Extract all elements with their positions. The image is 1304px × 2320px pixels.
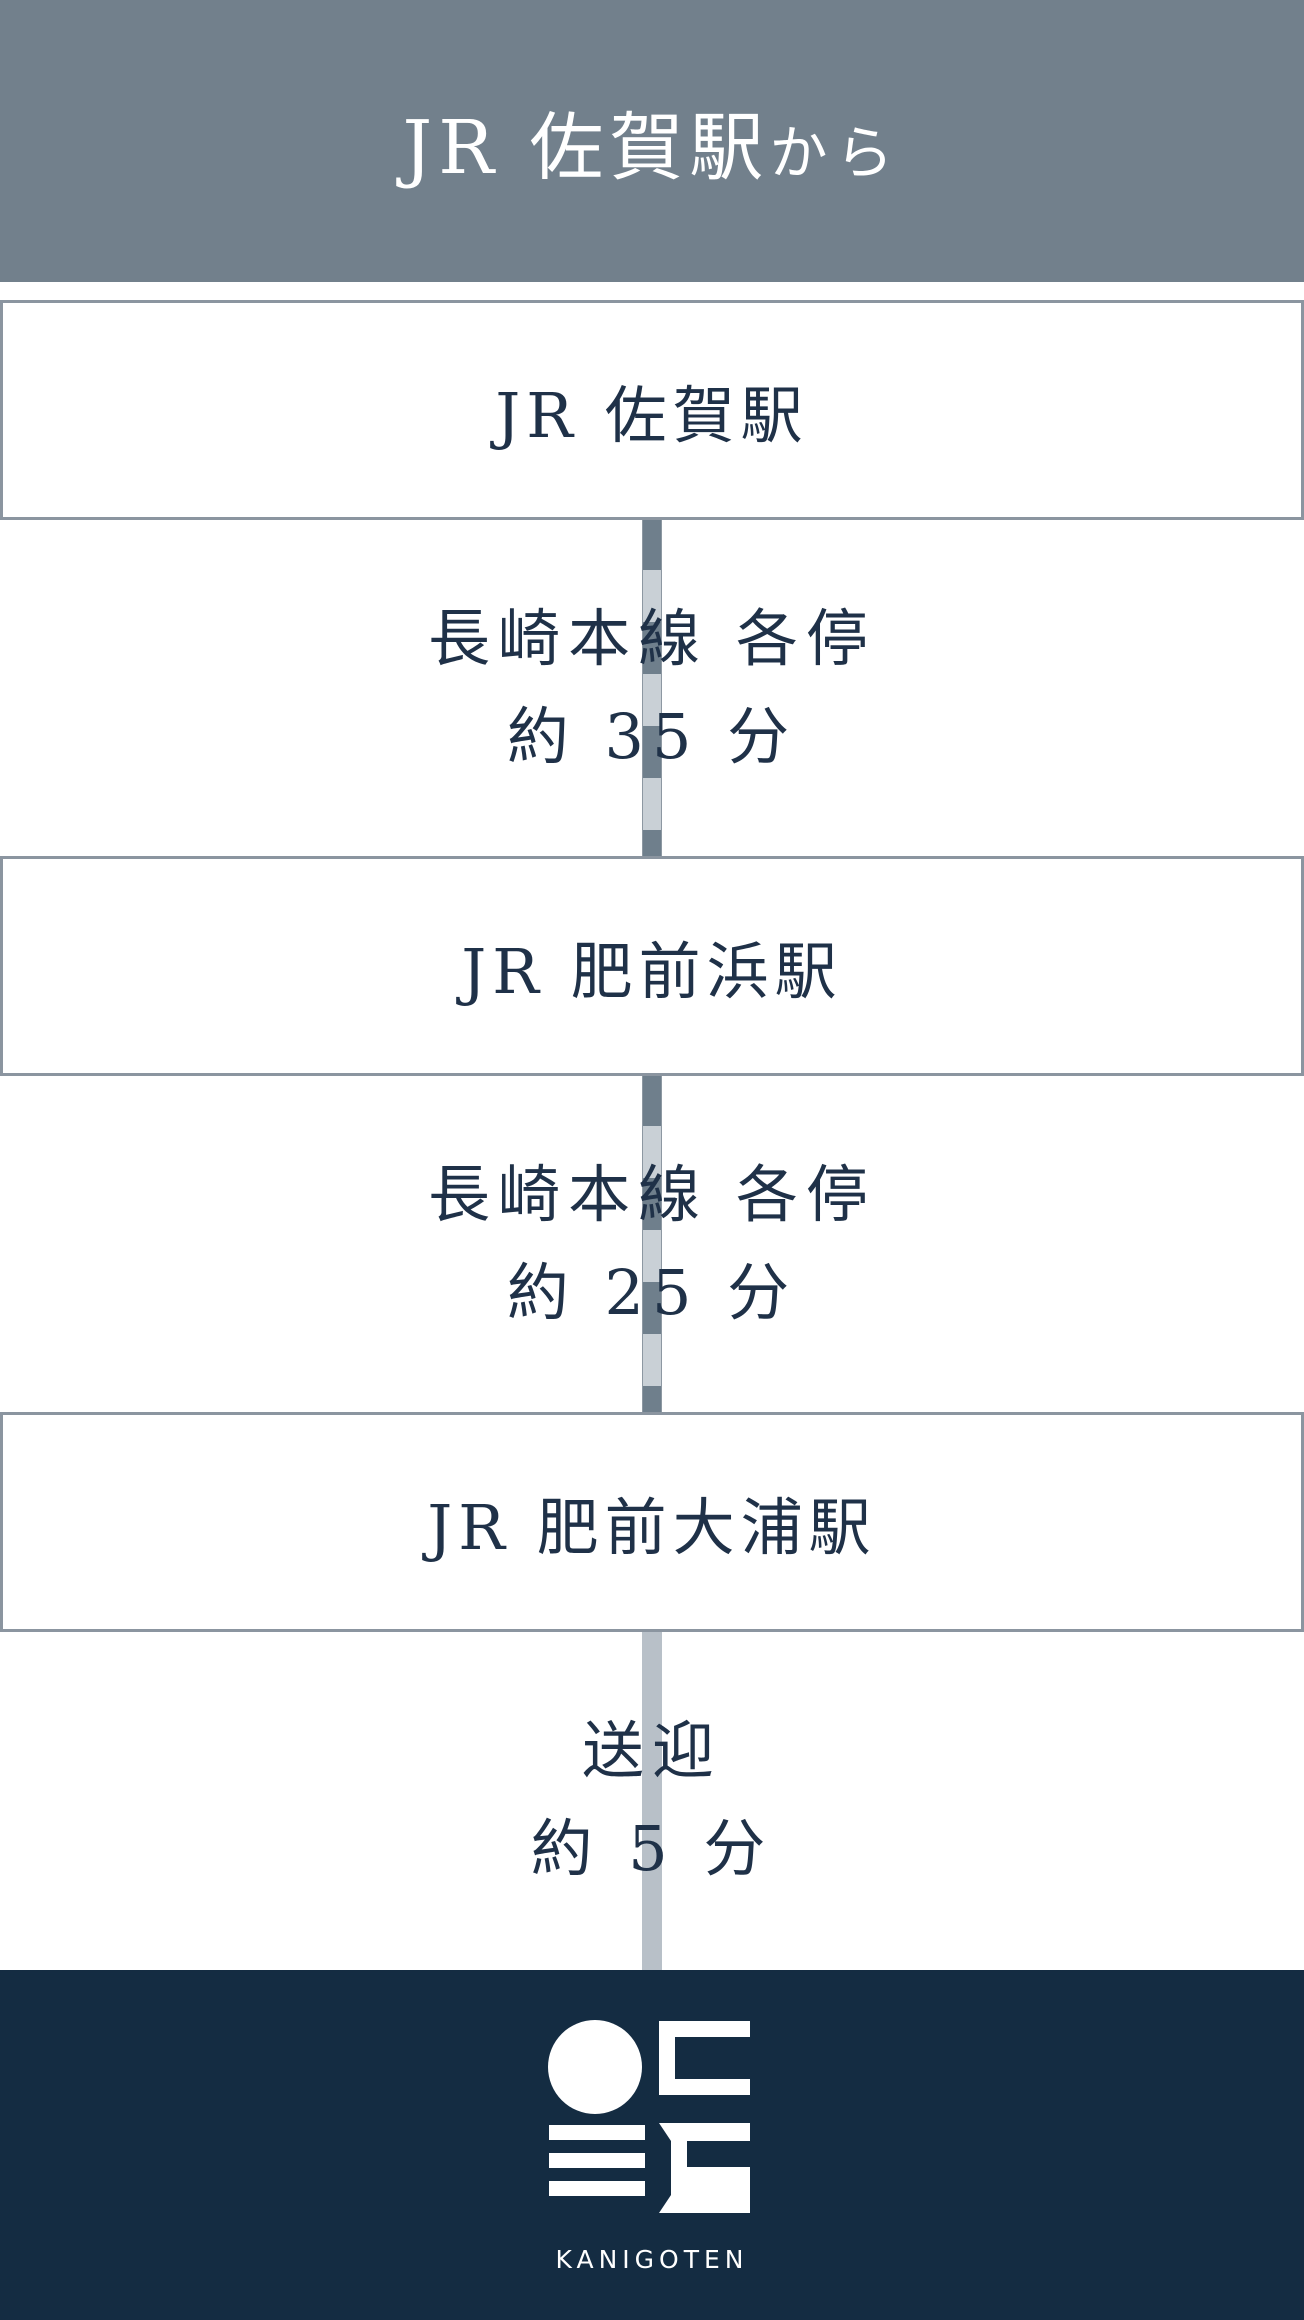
segment-line: 送迎: [581, 1714, 722, 1787]
station-box-saga: JR 佐賀駅: [0, 300, 1304, 520]
route-segment-1: 長崎本線 各停 約 35 分: [0, 520, 1304, 856]
brand-name: KANIGOTEN: [555, 2244, 749, 2274]
header-title-main: JR 佐賀駅: [402, 104, 770, 191]
station-name: JR 肥前浜駅: [461, 935, 843, 1008]
kanigoten-logo-icon: [548, 2019, 750, 2213]
segment-duration: 約 25 分: [506, 1256, 798, 1329]
segment-line: 長崎本線 各停: [428, 1158, 876, 1231]
segment-line: 長崎本線 各停: [428, 602, 876, 675]
route-track-2: [642, 1074, 662, 1414]
station-box-hizenhama: JR 肥前浜駅: [0, 856, 1304, 1076]
segment-duration: 約 5 分: [530, 1812, 774, 1885]
station-name: JR 佐賀駅: [495, 379, 809, 452]
station-name: JR 肥前大浦駅: [427, 1491, 877, 1564]
route-segment-3: 送迎 約 5 分: [0, 1632, 1304, 1968]
segment-duration: 約 35 分: [506, 700, 798, 773]
header-title-suffix: から: [769, 118, 902, 187]
route-track-3: [642, 1630, 662, 1970]
route-segment-2: 長崎本線 各停 約 25 分: [0, 1076, 1304, 1412]
station-box-hizenoura: JR 肥前大浦駅: [0, 1412, 1304, 1632]
footer-destination: KANIGOTEN: [0, 1970, 1304, 2320]
route-track-1: [642, 518, 662, 858]
page-header: JR 佐賀駅から: [0, 0, 1304, 282]
header-title: JR 佐賀駅から: [403, 88, 902, 195]
